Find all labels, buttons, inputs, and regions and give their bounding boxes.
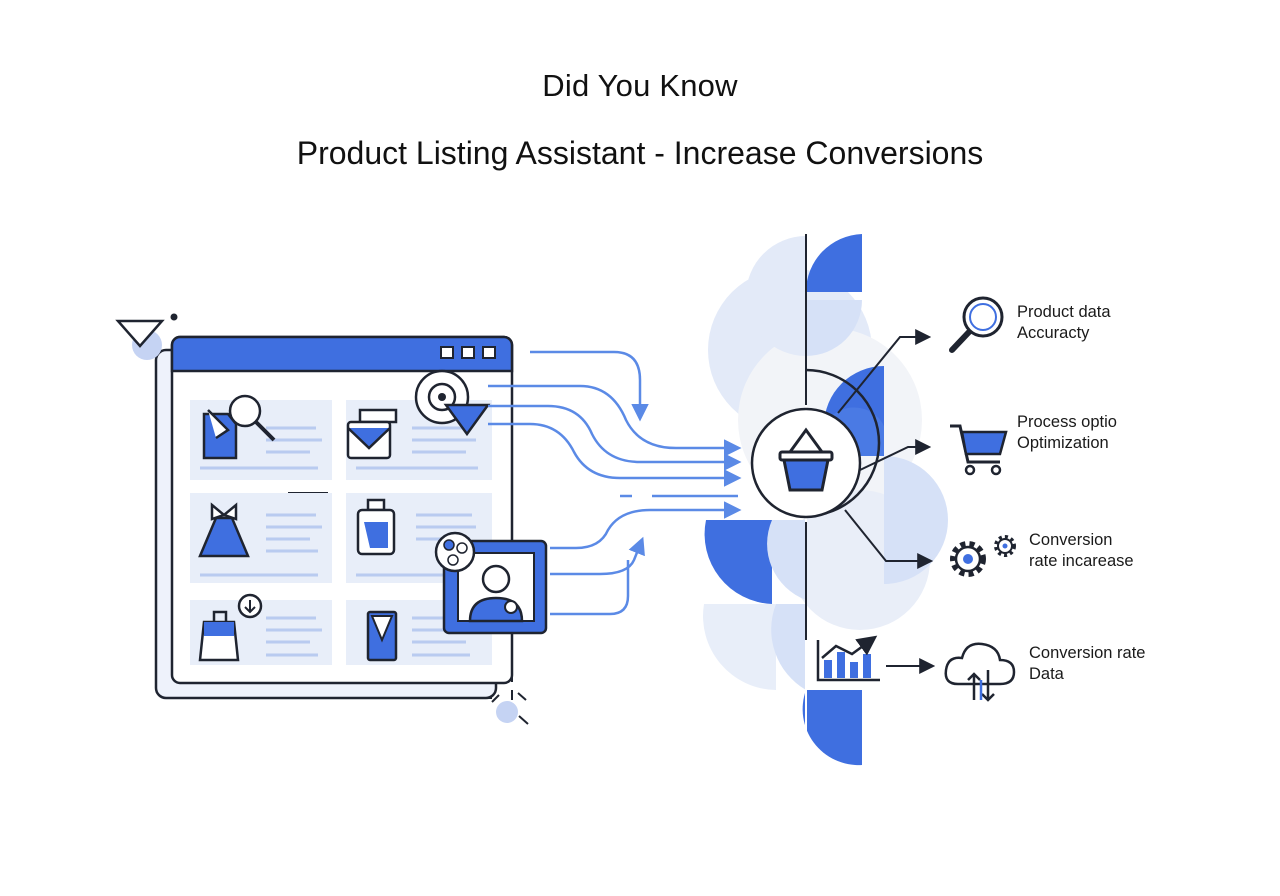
output-label-process-optimization: Process optio Optimization (1017, 412, 1117, 454)
dress-icon (198, 502, 250, 558)
corner-decorations (115, 313, 529, 725)
gears-icon (950, 535, 1016, 577)
cloud-sync-icon (944, 642, 1016, 702)
bar-chart-icon (812, 634, 886, 690)
shopping-basket-hub (750, 234, 881, 640)
output-label-product-data: Product data Accuracty (1017, 302, 1111, 344)
output-label-conversion-rate-increase: Conversion rate incarease (1029, 530, 1134, 572)
window-button-icon[interactable] (440, 346, 454, 359)
output-label-line: Process optio (1017, 413, 1117, 431)
user-profile-icon (434, 531, 548, 635)
output-label-line: Data (1029, 665, 1064, 683)
output-connectors (837, 329, 936, 674)
jar-icon (356, 498, 396, 556)
envelope-icon (346, 408, 398, 460)
output-label-line: Conversion rate (1029, 644, 1146, 662)
shopping-bag-icon (198, 593, 263, 662)
background-shapes (703, 234, 948, 766)
output-label-line: Accuracty (1017, 324, 1090, 342)
target-filter-icon (414, 369, 491, 437)
price-tag-icon (366, 610, 398, 662)
output-label-line: Product data (1017, 303, 1111, 321)
output-label-line: Conversion (1029, 531, 1113, 549)
output-label-conversion-rate-data: Conversion rate Data (1029, 643, 1145, 685)
window-button-icon[interactable] (461, 346, 475, 359)
kicker-title: Did You Know (542, 68, 738, 103)
output-label-line: rate incarease (1029, 552, 1134, 570)
flow-arrows (488, 350, 742, 616)
tag-search-icon (202, 394, 276, 460)
shopping-cart-icon (950, 424, 1008, 476)
page-title: Product Listing Assistant - Increase Con… (296, 135, 984, 171)
shopping-basket-icon (778, 427, 834, 492)
magnifier-icon (949, 296, 1004, 353)
output-label-line: Optimization (1017, 434, 1109, 452)
window-button-icon[interactable] (482, 346, 496, 359)
